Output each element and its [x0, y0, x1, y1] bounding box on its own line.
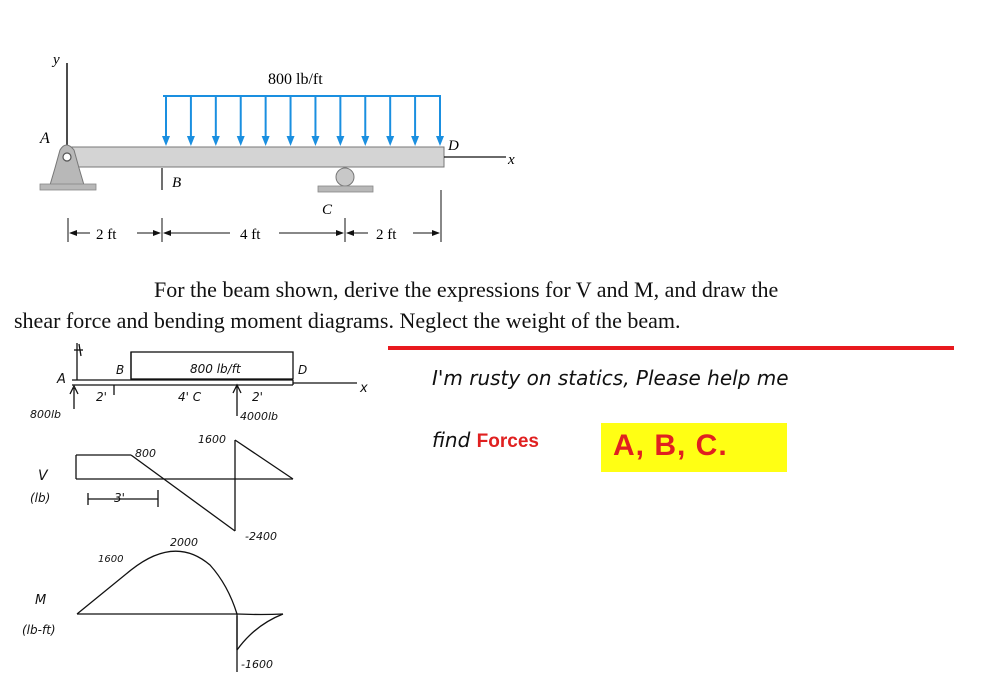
- highlight-text: A, B, C.: [613, 429, 728, 462]
- sketch-d-label: D: [298, 363, 307, 377]
- shear-3ft-label: 3': [114, 491, 125, 505]
- distributed-load: [162, 95, 444, 146]
- note-line-1: I'm rusty on statics, Please help me: [432, 366, 789, 390]
- roller-support-c: [317, 167, 374, 193]
- moment-curve-positive: [76, 550, 238, 615]
- highlight-box: A, B, C.: [601, 423, 787, 472]
- moment-1600-label: 1600: [98, 554, 123, 565]
- moment-unit-label: (lb-ft): [22, 623, 56, 637]
- shear-segment-cd: [234, 439, 294, 480]
- load-label: 800 lb/ft: [268, 71, 323, 88]
- moment-axis-label: M: [35, 593, 46, 608]
- point-a-label: A: [39, 130, 50, 147]
- sketch-reaction-c-label: 4000lb: [240, 410, 278, 423]
- load-arrow-head: [286, 136, 295, 146]
- load-arrow-head: [261, 136, 270, 146]
- load-arrow-head: [311, 136, 320, 146]
- note-line-2: find Forces: [432, 428, 539, 453]
- load-arrow-head: [411, 136, 420, 146]
- sketch-x-label: x: [359, 381, 368, 396]
- sketch-reaction-a-label: 800lb: [30, 408, 61, 421]
- shear-800-label: 800: [135, 447, 156, 460]
- sketch-dist-4c: 4' C: [178, 390, 202, 404]
- shear-segment-bc: [130, 454, 236, 532]
- shear-2000-label: 2000: [170, 536, 198, 549]
- load-arrow-head: [236, 136, 245, 146]
- load-arrow-head: [186, 136, 195, 146]
- sketch-a-label: A: [56, 372, 66, 387]
- x-axis-label: x: [507, 152, 515, 168]
- load-arrow-head: [436, 136, 444, 146]
- point-d-label: D: [447, 138, 459, 154]
- note-find: find: [432, 428, 471, 452]
- textbook-figure: y A 800 lb/ft B C: [39, 52, 515, 243]
- load-arrow-head: [386, 136, 395, 146]
- dim-label-1: 2 ft: [96, 227, 117, 243]
- beam: [65, 146, 445, 168]
- red-divider: [388, 346, 954, 350]
- shear-m2400-label: -2400: [245, 530, 277, 543]
- moment-curve-negative: [236, 613, 284, 651]
- load-arrow-head: [361, 136, 370, 146]
- note-forces: Forces: [476, 431, 539, 452]
- handwritten-sketch: [69, 343, 357, 672]
- dim-label-3: 2 ft: [376, 227, 397, 243]
- load-arrow-head: [336, 136, 345, 146]
- shear-1600-label: 1600: [198, 433, 226, 446]
- point-c-label: C: [322, 202, 333, 218]
- moment-m1600-label: -1600: [241, 658, 273, 671]
- load-arrow-head: [162, 136, 170, 146]
- load-arrow-head: [211, 136, 220, 146]
- dim-label-2: 4 ft: [240, 227, 261, 243]
- dimension-lines: [67, 190, 442, 242]
- shear-diagram: [75, 439, 294, 532]
- load-arrows: [162, 96, 444, 146]
- sketch-load-label: 800 lb/ft: [190, 362, 242, 376]
- problem-line-2: shear force and bending moment diagrams.…: [14, 308, 681, 333]
- pin-support-a: [39, 144, 97, 191]
- moment-diagram: [76, 550, 284, 672]
- y-axis-label: y: [51, 52, 60, 68]
- sketch-dist-2b: 2': [252, 390, 263, 404]
- shear-unit-label: (lb): [30, 491, 50, 505]
- point-b-label: B: [172, 175, 181, 191]
- sketch-dist-2: 2': [96, 390, 107, 404]
- shear-axis-label: V: [38, 468, 49, 484]
- sketch-b-label: B: [116, 363, 124, 377]
- problem-line-1: For the beam shown, derive the expressio…: [154, 277, 779, 302]
- sketch-labels: A B D x 800 lb/ft 2' 4' C 2' 800lb 4000l…: [22, 362, 368, 671]
